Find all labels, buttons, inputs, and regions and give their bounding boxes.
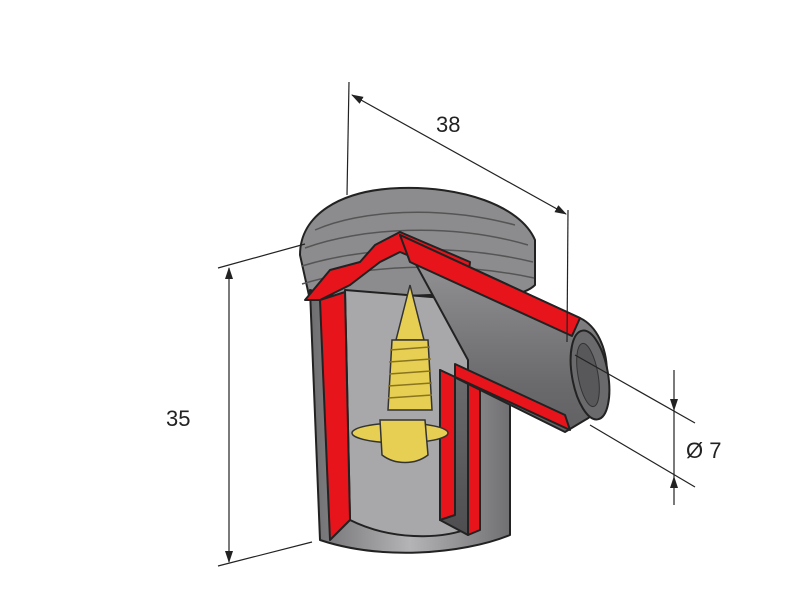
terminal-thread — [387, 339, 433, 411]
dimension-diameter — [574, 354, 696, 505]
section-wall-left — [319, 291, 351, 541]
tube-section-top — [399, 234, 581, 337]
dimension-length — [346, 81, 569, 343]
brass-terminal — [351, 284, 449, 464]
tube-section-bottom — [439, 363, 571, 521]
connector-body — [299, 186, 611, 554]
dimension-height-label: 35 — [166, 406, 190, 431]
dimension-length-label: 38 — [436, 112, 460, 137]
terminal-base — [379, 419, 429, 464]
dimension-height — [217, 243, 313, 567]
dimension-diameter-label: Ø 7 — [686, 438, 721, 463]
